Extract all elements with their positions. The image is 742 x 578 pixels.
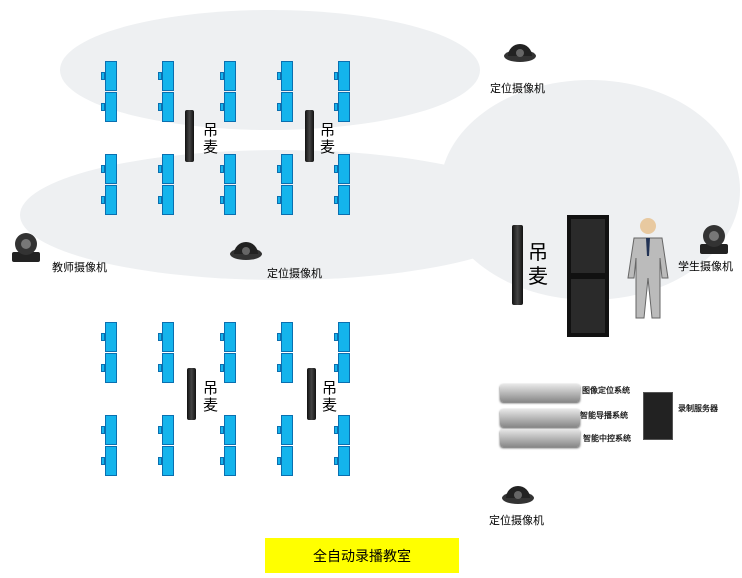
server-icon	[643, 392, 673, 440]
mic-label: 吊麦	[528, 240, 548, 288]
ptz-camera-icon	[12, 233, 40, 262]
ceiling-mic	[307, 368, 316, 420]
student-figure-icon	[627, 218, 669, 319]
background-cloud	[60, 10, 480, 130]
ceiling-mic	[185, 110, 194, 162]
ceiling-mic	[187, 368, 196, 420]
student-desk	[220, 322, 236, 384]
camera-label: 定位摄像机	[267, 267, 322, 280]
student-desk	[158, 61, 174, 123]
system-box	[500, 429, 580, 447]
dome-camera-icon	[230, 242, 262, 260]
teacher-camera-label: 教师摄像机	[52, 261, 107, 274]
student-desk	[334, 322, 350, 384]
student-desk	[101, 415, 117, 477]
mic-label: 吊麦	[203, 121, 219, 156]
student-desk	[277, 415, 293, 477]
student-desk	[334, 415, 350, 477]
student-desk	[101, 154, 117, 216]
equipment-rack	[567, 215, 609, 337]
system-label: 图像定位系统	[582, 386, 630, 395]
student-desk	[101, 61, 117, 123]
dome-camera-icon	[502, 486, 534, 504]
student-camera-label: 学生摄像机	[678, 260, 733, 273]
student-desk	[158, 322, 174, 384]
server-label: 录制服务器	[678, 404, 718, 413]
dome-camera-icon	[504, 44, 536, 62]
student-desk	[277, 154, 293, 216]
camera-label: 定位摄像机	[490, 82, 545, 95]
system-box	[500, 409, 580, 427]
student-desk	[334, 61, 350, 123]
student-desk	[334, 154, 350, 216]
mic-label: 吊麦	[320, 121, 336, 156]
student-desk	[220, 154, 236, 216]
student-desk	[277, 322, 293, 384]
mic-label: 吊麦	[203, 379, 219, 414]
student-desk	[220, 61, 236, 123]
student-desk	[277, 61, 293, 123]
ptz-camera-icon	[700, 225, 728, 254]
student-desk	[220, 415, 236, 477]
mic-label: 吊麦	[322, 379, 338, 414]
ceiling-mic	[512, 225, 523, 305]
camera-label: 定位摄像机	[489, 514, 544, 527]
system-label: 智能中控系统	[583, 434, 631, 443]
title-banner: 全自动录播教室	[265, 538, 459, 573]
student-desk	[101, 322, 117, 384]
system-label: 智能导播系统	[580, 411, 628, 420]
system-box	[500, 384, 580, 402]
student-desk	[158, 415, 174, 477]
student-desk	[158, 154, 174, 216]
ceiling-mic	[305, 110, 314, 162]
